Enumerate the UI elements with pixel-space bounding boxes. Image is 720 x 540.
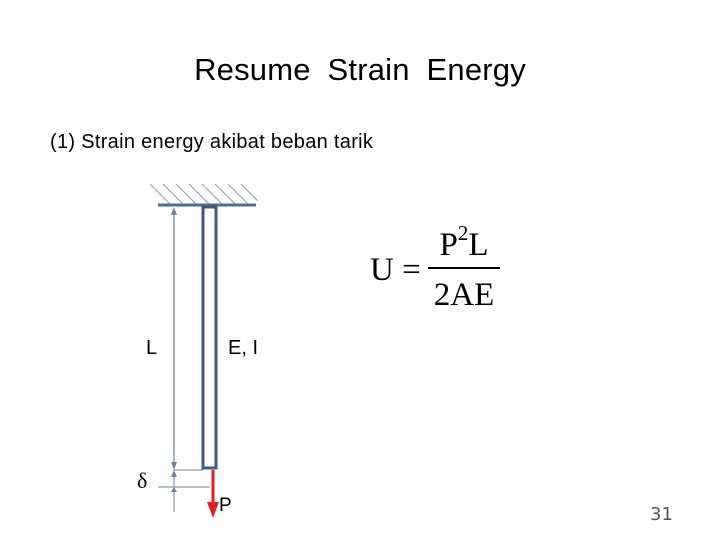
load-label: P: [219, 495, 232, 516]
formula-denominator: 2AE: [433, 277, 495, 313]
slide-subtitle: (1) Strain energy akibat beban tarik: [50, 131, 374, 153]
formula-numerator: P2L: [428, 221, 500, 264]
length-arrow-bottom: [171, 462, 177, 470]
property-label: E, I: [228, 337, 259, 359]
support-hatching: [149, 183, 259, 205]
fraction-bar: [428, 267, 500, 269]
numerator-base: P: [439, 227, 458, 263]
numerator-tail: L: [468, 227, 489, 263]
axial-bar: [201, 205, 218, 470]
elongation-label: δ: [137, 468, 148, 493]
delta-arrow-top: [171, 470, 177, 477]
page-number: 31: [650, 504, 673, 525]
numerator-exponent: 2: [457, 221, 469, 245]
formula-lhs: U =: [370, 252, 421, 288]
load-arrow-head: [207, 502, 219, 518]
slide-title: Resume Strain Energy: [194, 52, 526, 87]
delta-arrow-bottom: [171, 487, 177, 492]
length-label: L: [146, 337, 158, 359]
length-arrow-top: [171, 207, 177, 215]
